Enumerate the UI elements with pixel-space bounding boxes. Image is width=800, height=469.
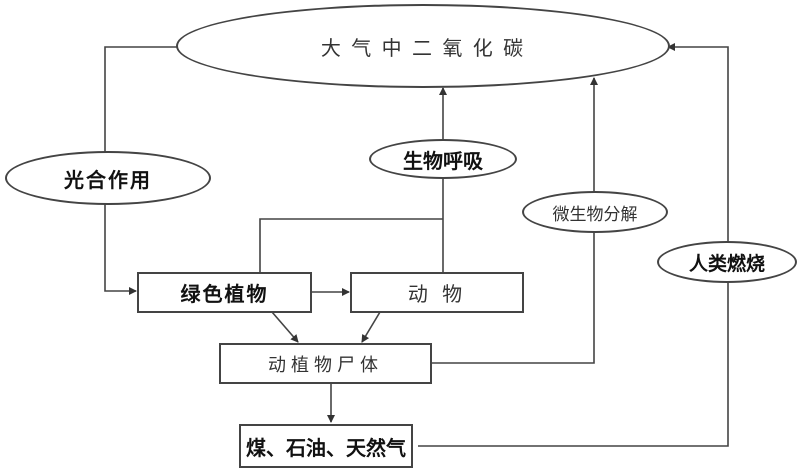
animals-label: 动 物 bbox=[407, 282, 467, 306]
green-plants-label: 绿色植物 bbox=[180, 282, 269, 306]
edge-animals-to-remains bbox=[361, 311, 381, 343]
green-plants-node: 绿色植物 bbox=[137, 272, 312, 313]
atmosphere-co2-node: 大 气 中 二 氧 化 碳 bbox=[176, 4, 670, 88]
animals-node: 动 物 bbox=[350, 272, 524, 313]
decomposition-node: 微生物分解 bbox=[522, 191, 668, 233]
remains-label: 动植物尸体 bbox=[268, 354, 383, 376]
atmosphere-co2-label: 大 气 中 二 氧 化 碳 bbox=[320, 35, 526, 60]
respiration-node: 生物呼吸 bbox=[369, 139, 517, 179]
fossil-fuels-node: 煤、石油、天然气 bbox=[239, 424, 413, 468]
edge-decomposition bbox=[432, 77, 598, 364]
fossil-fuels-label: 煤、石油、天然气 bbox=[244, 431, 408, 461]
photosynthesis-label: 光合作用 bbox=[64, 167, 152, 192]
photosynthesis-node: 光合作用 bbox=[5, 151, 211, 205]
edge-plants-to-remains bbox=[271, 311, 299, 343]
combustion-label: 人类燃烧 bbox=[688, 252, 765, 275]
respiration-label: 生物呼吸 bbox=[403, 148, 483, 173]
decomposition-label: 微生物分解 bbox=[552, 204, 638, 225]
combustion-node: 人类燃烧 bbox=[657, 241, 797, 283]
remains-node: 动植物尸体 bbox=[219, 343, 432, 384]
edge-plants-respiration bbox=[259, 218, 443, 272]
